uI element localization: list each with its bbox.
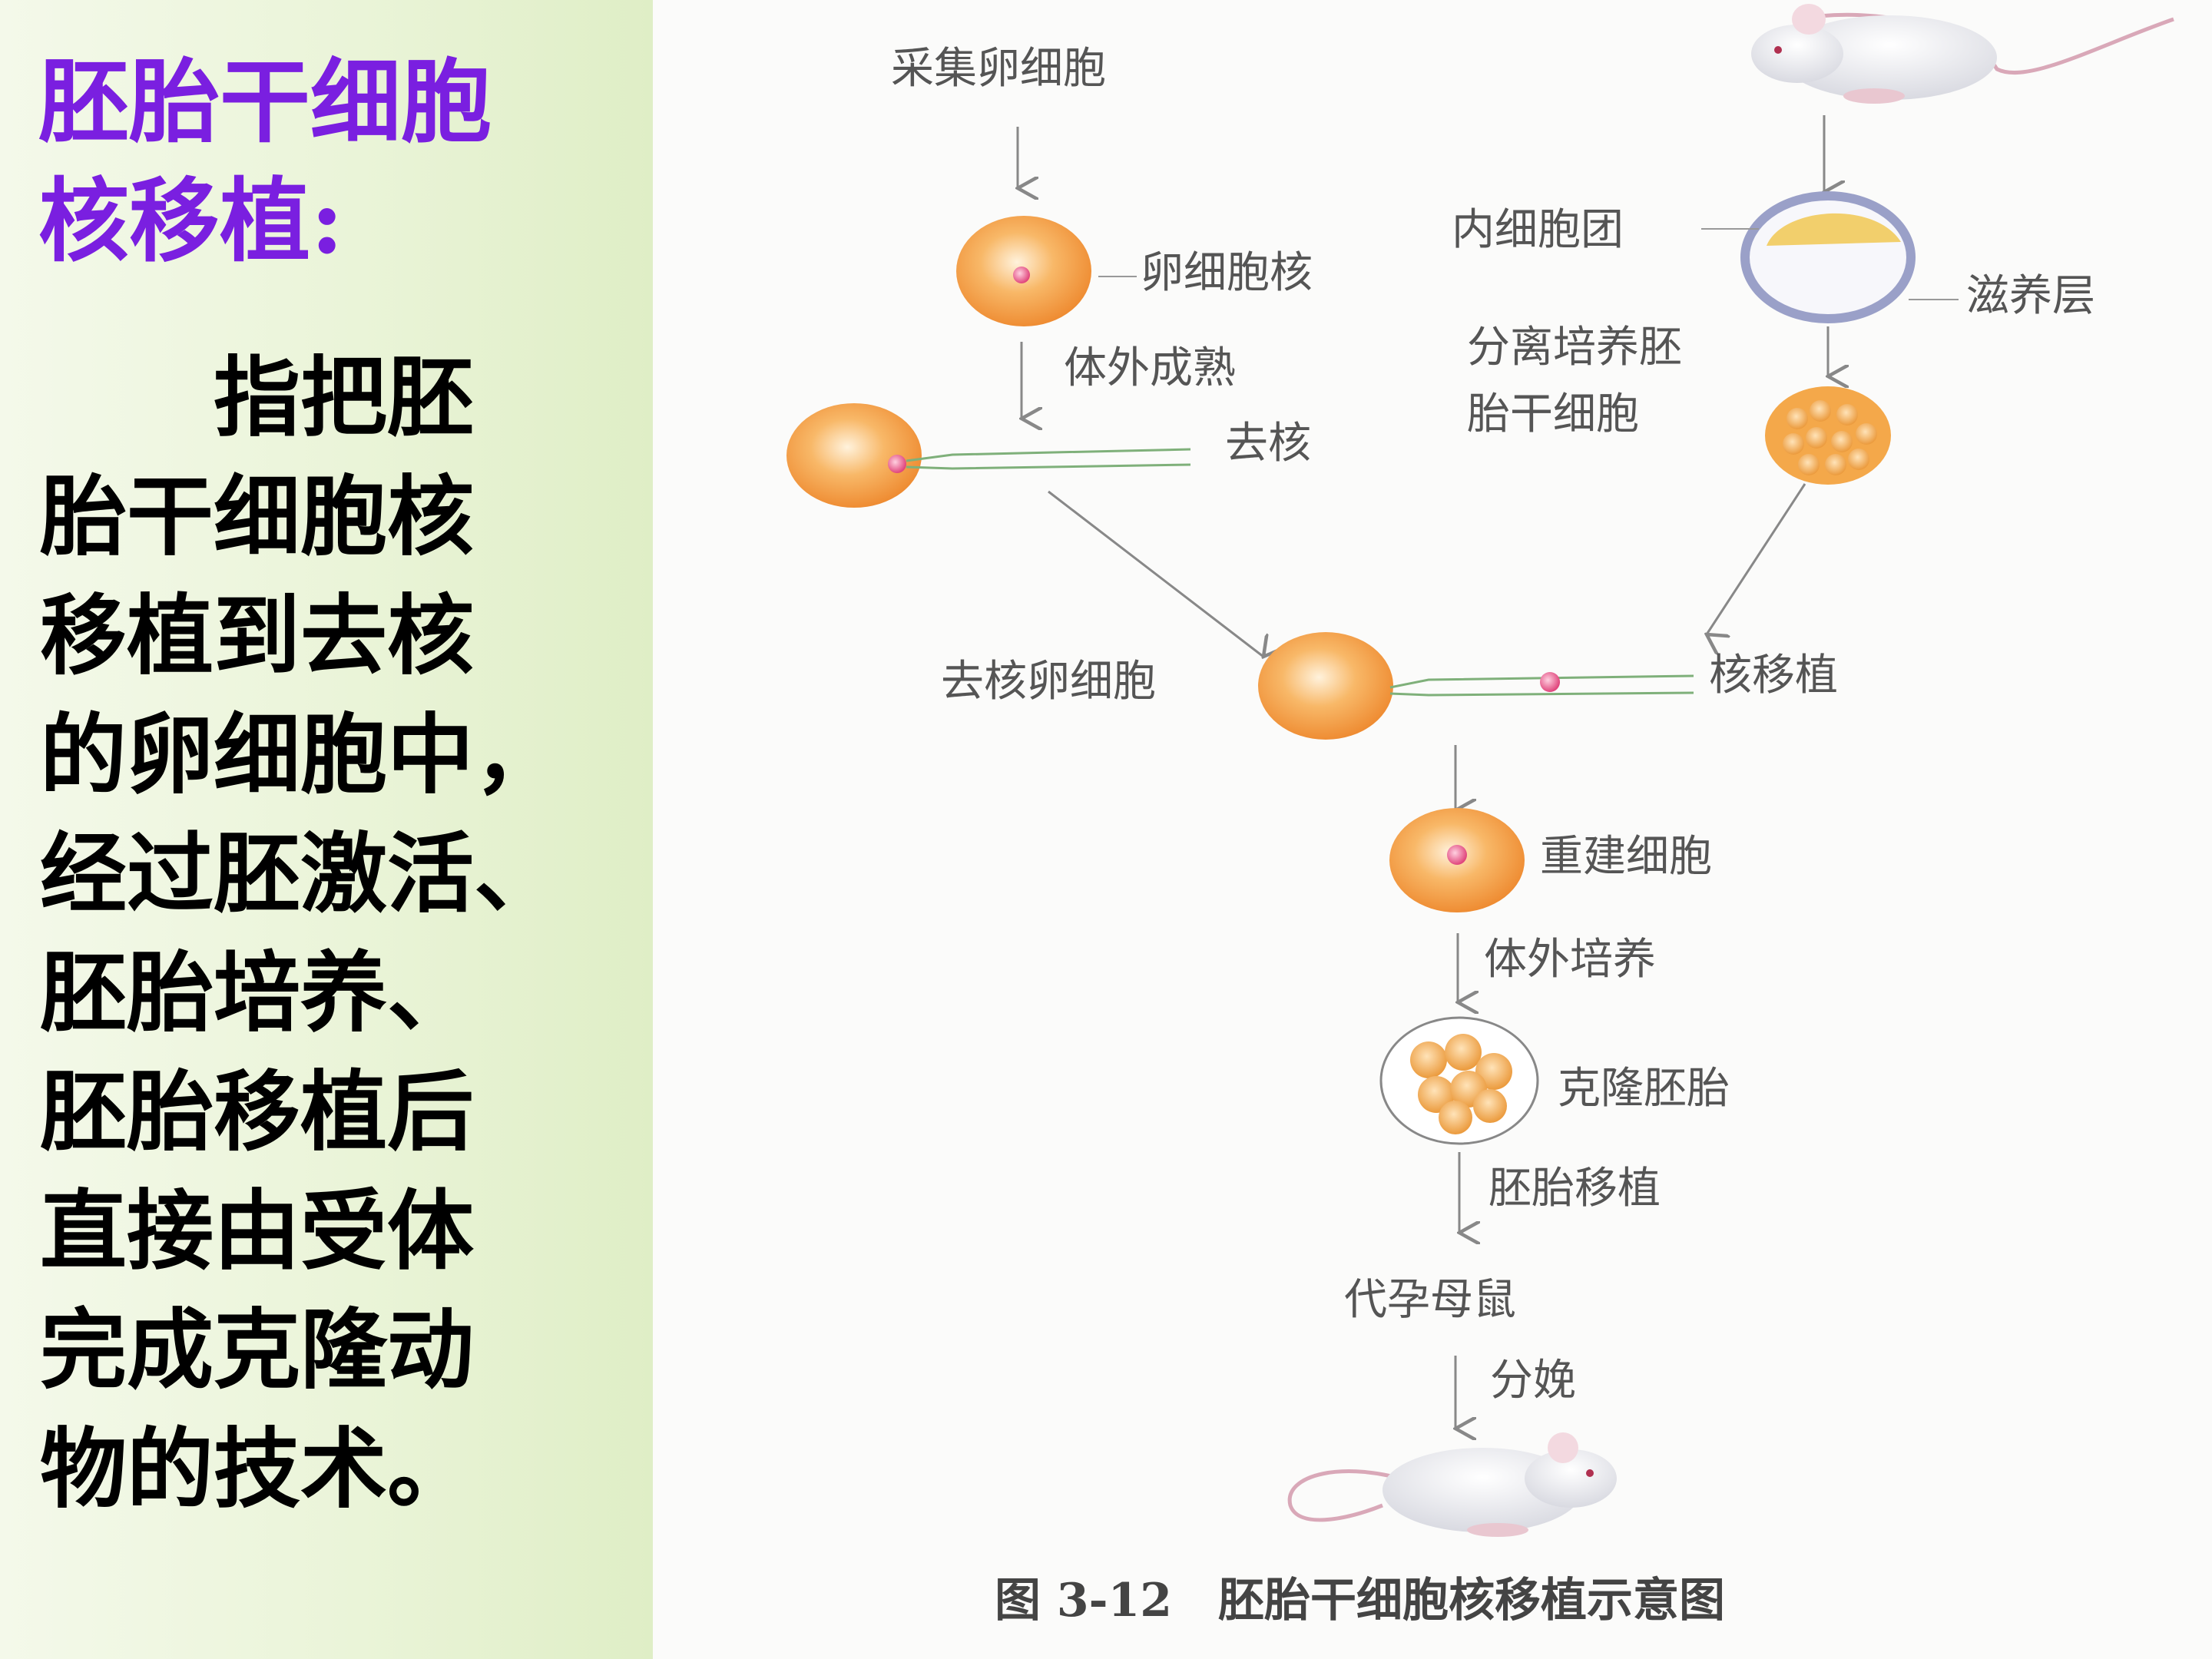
oocyte-cell-icon <box>956 216 1137 326</box>
label-embryo-transfer: 胚胎移植 <box>1488 1164 1661 1214</box>
label-in-vitro-maturation: 体外成熟 <box>1064 343 1236 393</box>
title-line: 胚胎干细胞 <box>38 48 492 155</box>
label-enucleation: 去核 <box>1225 419 1311 469</box>
body-line: 胚胎培养、 <box>40 942 474 1044</box>
enucleated-oocyte-icon <box>1258 632 1694 740</box>
enucleation-cell-icon <box>786 403 1191 508</box>
body-line: 指把胚 <box>40 346 474 449</box>
body-line: 直接由受体 <box>40 1180 474 1282</box>
blastocyst-icon <box>1701 191 1959 323</box>
cloned-embryo-icon <box>1379 1016 1539 1145</box>
label-inner-cell-mass: 内细胞团 <box>1452 205 1624 255</box>
body-line: 经过胚激活、 <box>40 823 561 925</box>
body-line: 胎干细胞核 <box>40 465 474 568</box>
body-line: 移植到去核 <box>40 584 474 687</box>
es-cell-cluster-icon <box>1765 386 1891 485</box>
label-oocyte-nucleus: 卵细胞核 <box>1141 248 1313 298</box>
label-birth: 分娩 <box>1490 1356 1576 1406</box>
label-enucleated-oocyte: 去核卵细胞 <box>941 657 1156 707</box>
figure-caption: 图 3-12 胚胎干细胞核移植示意图 <box>995 1574 1726 1628</box>
label-collect-oocyte: 采集卵细胞 <box>891 44 1106 94</box>
diagram-graphics <box>786 4 2174 1537</box>
body-line: 的卵细胞中， <box>40 704 561 806</box>
label-cloned-embryo: 克隆胚胎 <box>1558 1064 1730 1114</box>
left-text-panel: 胚胎干细胞 核移植: 指把胚 胎干细胞核 移植到去核 的卵细胞中， 经过胚激活、… <box>0 0 653 1659</box>
donor-mouse-icon <box>1751 4 2174 104</box>
label-trophoblast: 滋养层 <box>1966 271 2095 321</box>
body-line: 物的技术。 <box>40 1418 474 1520</box>
reconstructed-cell-icon <box>1389 808 1525 912</box>
label-isolate-culture-2: 胎干细胞 <box>1467 389 1639 439</box>
label-in-vitro-culture: 体外培养 <box>1484 935 1656 985</box>
nuclear-transfer-diagram: 采集卵细胞 卵细胞核 体外成熟 去核 内细胞团 滋养层 分离培养胚 胎干细胞 去… <box>653 0 2212 1659</box>
slide-title: 胚胎干细胞 核移植: <box>38 42 637 280</box>
label-reconstructed-cell: 重建细胞 <box>1540 832 1712 882</box>
body-line: 完成克隆动 <box>40 1299 474 1401</box>
label-surrogate-mouse: 代孕母鼠 <box>1344 1275 1516 1325</box>
cloned-mouse-icon <box>1287 1432 1617 1537</box>
title-line: 核移植: <box>38 167 344 274</box>
label-nuclear-transfer: 核移植 <box>1709 651 1838 700</box>
definition-text: 指把胚 胎干细胞核 移植到去核 的卵细胞中， 经过胚激活、 胚胎培养、 胚胎移植… <box>40 338 647 1528</box>
body-line: 胚胎移植后 <box>40 1061 474 1163</box>
label-isolate-culture-1: 分离培养胚 <box>1467 323 1682 373</box>
